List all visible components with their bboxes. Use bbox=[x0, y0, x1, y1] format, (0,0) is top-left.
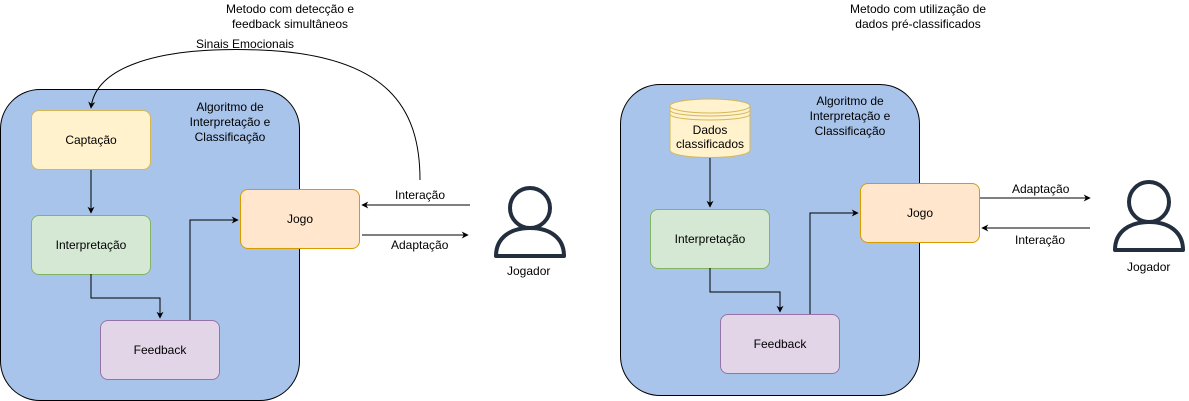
right-arrow-feedback-jogo bbox=[809, 209, 859, 314]
left-edge-label-adaptacao: Adaptação bbox=[391, 238, 449, 252]
left-node-jogo[interactable]: Jogo bbox=[240, 189, 360, 249]
left-node-captacao[interactable]: Captação bbox=[31, 110, 151, 170]
left-node-jogo-label: Jogo bbox=[286, 212, 314, 226]
left-player-label: Jogador bbox=[507, 264, 551, 278]
left-node-captacao-label: Captação bbox=[65, 133, 117, 147]
right-node-jogo-label: Jogo bbox=[906, 206, 934, 220]
right-edge-label-adaptacao: Adaptação bbox=[1012, 182, 1070, 196]
right-node-feedback[interactable]: Feedback bbox=[720, 314, 840, 374]
left-arrow-interpretacao-feedback bbox=[90, 274, 164, 319]
right-node-feedback-label: Feedback bbox=[753, 337, 807, 351]
left-player-icon bbox=[494, 186, 566, 258]
left-algorithm-label: Algoritmo de Interpretação e Classificaç… bbox=[189, 100, 271, 144]
right-arrow-interpretacao-feedback bbox=[709, 268, 784, 313]
database-icon bbox=[669, 98, 751, 158]
right-node-jogo[interactable]: Jogo bbox=[860, 183, 980, 243]
right-algorithm-label: Algoritmo de Interpretação e Classificaç… bbox=[809, 94, 891, 138]
right-node-interpretacao[interactable]: Interpretação bbox=[650, 209, 770, 269]
right-diagram-title: Metodo com utilização de dados pré-class… bbox=[849, 2, 987, 31]
left-edge-label-sinais: Sinais Emocionais bbox=[196, 37, 295, 51]
right-player-label: Jogador bbox=[1127, 260, 1171, 274]
left-node-interpretacao[interactable]: Interpretação bbox=[31, 215, 151, 275]
left-node-feedback-label: Feedback bbox=[133, 343, 187, 357]
left-arrow-sinais-emocionais bbox=[88, 49, 421, 181]
left-node-interpretacao-label: Interpretação bbox=[55, 238, 127, 252]
left-diagram-title: Metodo com detecção e feedback simultâne… bbox=[225, 2, 355, 31]
right-node-dados-label: Dados classificados bbox=[675, 123, 745, 151]
right-player-icon bbox=[1113, 180, 1185, 252]
left-edge-label-interacao: Interação bbox=[395, 188, 446, 202]
right-node-interpretacao-label: Interpretação bbox=[674, 232, 746, 246]
left-node-feedback[interactable]: Feedback bbox=[100, 320, 220, 380]
left-arrow-feedback-jogo bbox=[189, 216, 239, 320]
right-edge-label-interacao: Interação bbox=[1015, 233, 1066, 247]
